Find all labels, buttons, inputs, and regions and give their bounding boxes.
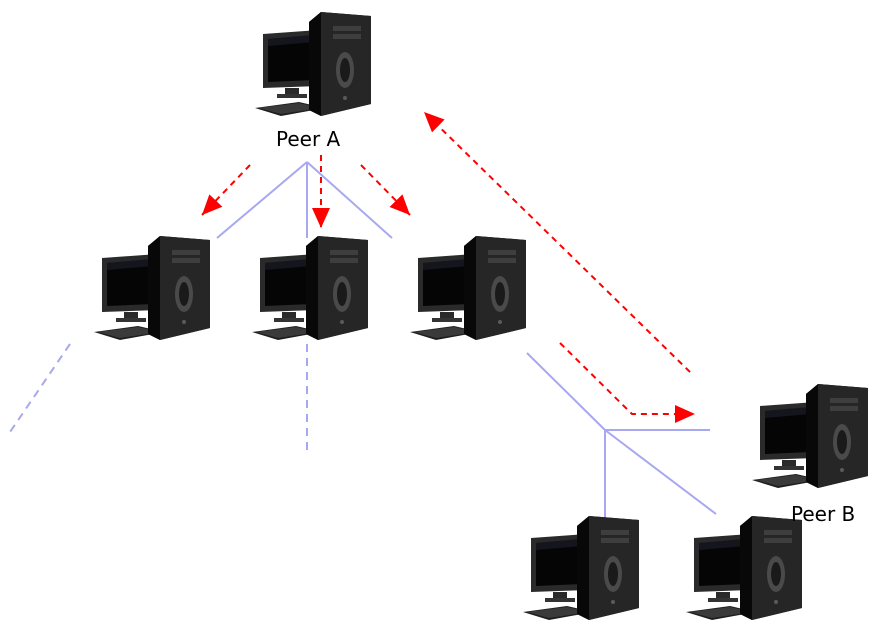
link-a-3 (306, 161, 393, 239)
computer-icon-node-1 (94, 236, 210, 340)
link-3-hub (526, 352, 606, 431)
edges-layer (9, 161, 717, 520)
query-arrows-layer (201, 111, 695, 423)
computer-icon-node-4 (523, 516, 639, 620)
peer-a-label: Peer A (276, 127, 341, 151)
computer-icon-peer-b (752, 384, 868, 488)
query-arrow-peer-a-to-node-2 (312, 155, 330, 228)
query-arrow-peer-a-to-node-1 (201, 164, 251, 216)
query-arrow-node-3-to-peer-b (559, 342, 695, 423)
peer-b-label: Peer B (791, 502, 856, 526)
arrow-head-icon (424, 112, 445, 133)
link-hub-5 (604, 429, 717, 515)
nodes-layer (94, 12, 868, 620)
link-a-1 (216, 161, 308, 239)
arrow-head-icon (389, 194, 410, 215)
arrow-head-icon (202, 194, 223, 215)
computer-icon-node-3 (410, 236, 526, 340)
computer-icon-peer-a (255, 12, 371, 116)
computer-icon-node-2 (252, 236, 368, 340)
query-arrow-peer-a-to-node-3 (360, 164, 411, 216)
link-1-out (9, 343, 71, 433)
query-arrow-peer-b-to-peer-a (423, 111, 691, 373)
arrow-head-icon (675, 405, 695, 423)
arrow-head-icon (312, 208, 330, 228)
computer-icon-node-5 (686, 516, 802, 620)
